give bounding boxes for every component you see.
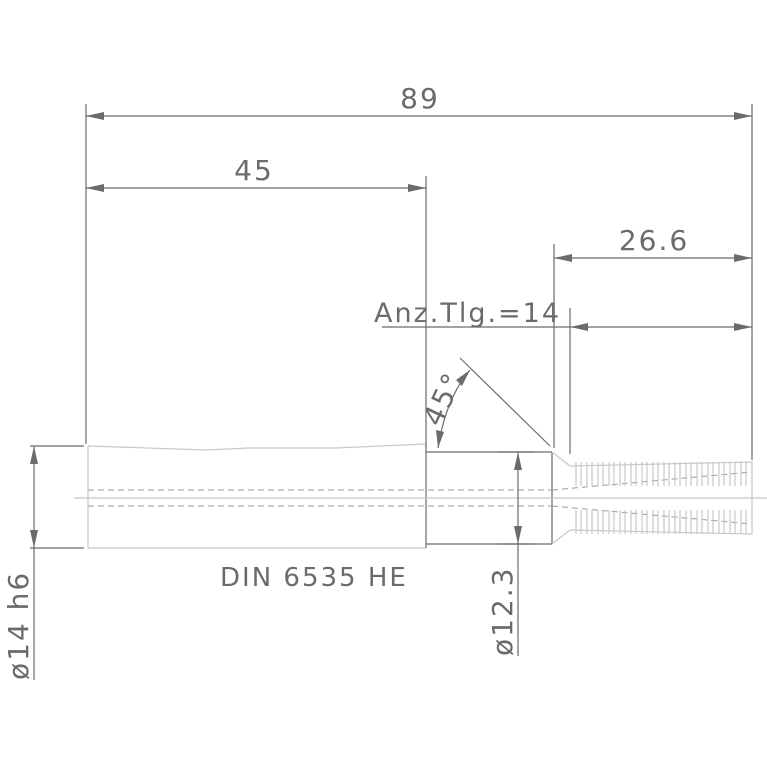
thread-tooth — [740, 462, 747, 486]
dimension-overall-length: 89 — [86, 82, 752, 120]
thread-tooth — [575, 510, 582, 534]
neck-diameter-label: ø12.3 — [486, 567, 519, 656]
teeth-count-label: Anz.Tlg.=14 — [374, 298, 561, 329]
thread-tooth — [696, 510, 703, 534]
thread-tooth — [674, 462, 681, 486]
thread-tooth — [652, 510, 659, 534]
thread-tooth — [718, 462, 725, 486]
shank-body — [87, 443, 427, 549]
dimension-teeth-count: Anz.Tlg.=14 — [374, 298, 752, 331]
thread-tooth — [575, 462, 582, 486]
shank-diameter-label: ø14 h6 — [2, 571, 35, 680]
coolant-bore — [74, 471, 767, 525]
thread-tooth — [630, 462, 637, 486]
thread-tooth — [674, 510, 681, 534]
thread-tooth — [597, 510, 604, 534]
shank-length-label: 45 — [234, 154, 274, 187]
thread-tooth — [641, 510, 648, 534]
thread-tooth — [608, 510, 615, 534]
thread-tooth — [685, 462, 692, 486]
thread-tooth — [586, 510, 593, 534]
dimension-shank-length: 45 — [86, 154, 426, 192]
neck-body — [426, 451, 571, 545]
thread-tooth — [641, 462, 648, 486]
overall-length-label: 89 — [400, 82, 440, 115]
thread-tooth — [619, 462, 626, 486]
thread-length-label: 26.6 — [619, 224, 689, 257]
thread-tooth — [729, 462, 736, 486]
thread-tooth — [663, 462, 670, 486]
dimension-thread-length: 26.6 — [554, 224, 752, 262]
thread-tooth — [652, 462, 659, 486]
dimension-neck-diameter: ø12.3 — [486, 452, 522, 656]
thread-tooth — [707, 510, 714, 534]
thread-tooth — [619, 510, 626, 534]
thread-tooth — [663, 510, 670, 534]
dimension-shank-diameter: ø14 h6 — [2, 446, 38, 680]
thread-tooth — [630, 510, 637, 534]
thread-tooth — [608, 462, 615, 486]
dimension-chamfer-angle: 45° — [416, 357, 551, 449]
shank-standard-label: DIN 6535 HE — [220, 563, 408, 593]
thread-tooth — [707, 462, 714, 486]
thread-tooth — [696, 462, 703, 486]
thread-tooth — [729, 510, 736, 534]
thread-tooth — [586, 462, 593, 486]
thread-tooth — [718, 510, 725, 534]
thread-section — [569, 461, 753, 535]
extension-lines — [30, 104, 753, 549]
thread-tooth — [685, 510, 692, 534]
thread-tooth — [740, 510, 747, 534]
thread-tooth — [597, 462, 604, 486]
